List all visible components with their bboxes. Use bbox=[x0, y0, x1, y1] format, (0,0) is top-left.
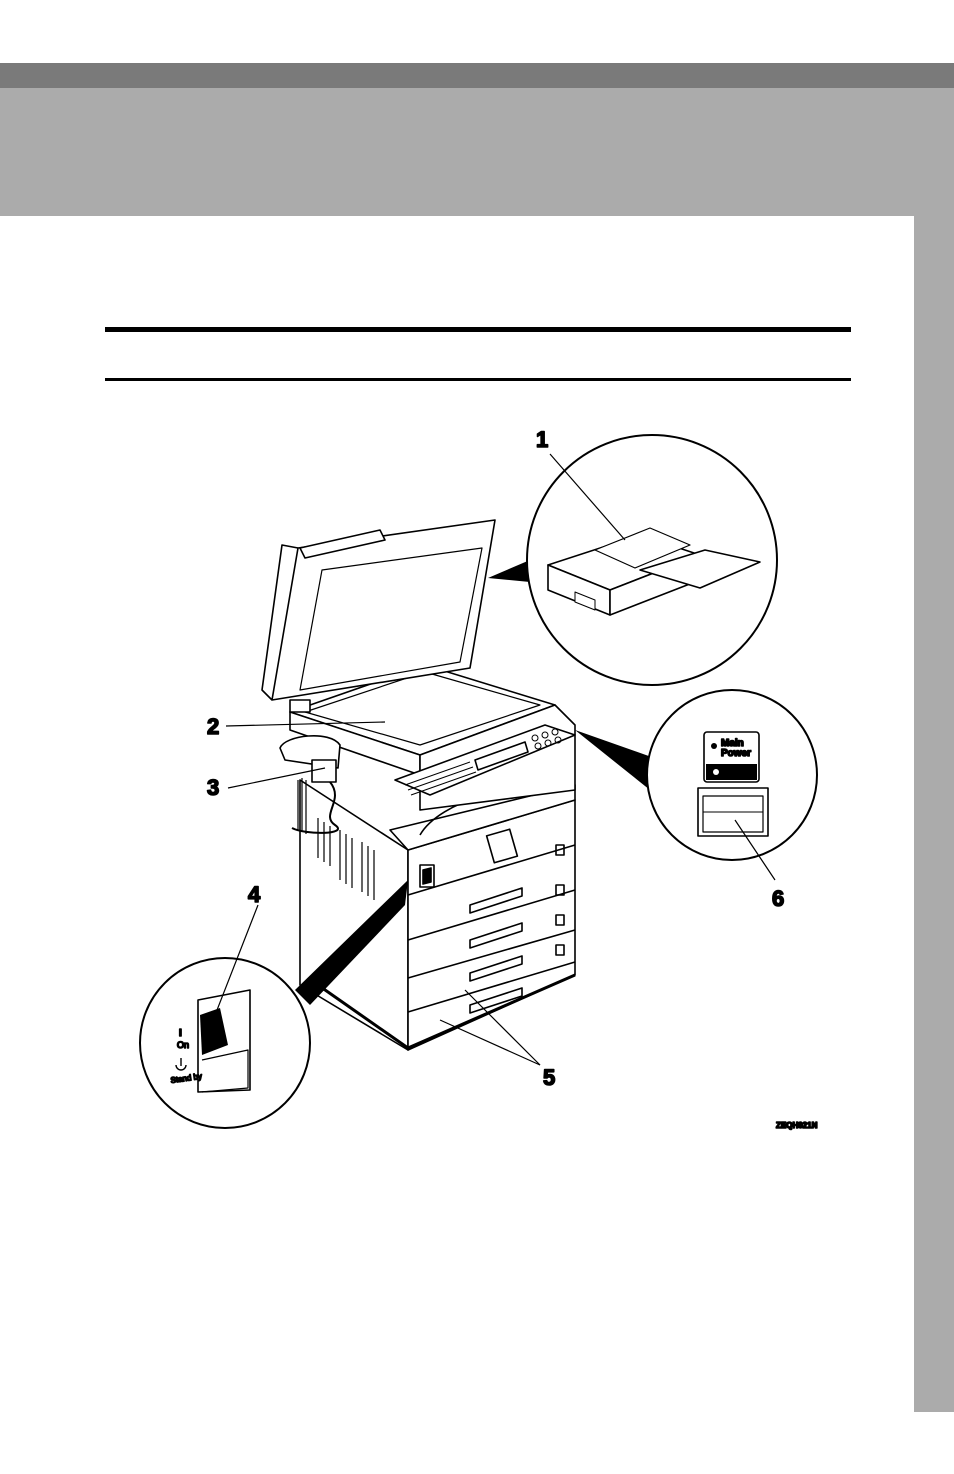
header-band bbox=[0, 88, 954, 216]
power-label-on: On bbox=[722, 768, 736, 779]
callout-4: 4 bbox=[248, 882, 261, 907]
image-code: ZEQH021N bbox=[776, 1121, 818, 1130]
switch-on-symbol: I bbox=[179, 1028, 182, 1039]
switch-on-label: On bbox=[177, 1040, 189, 1050]
machine-illustration: 1 2 3 4 5 6 Main Power On I On Stand by … bbox=[120, 410, 840, 1140]
detail-circle-adf bbox=[488, 435, 777, 685]
header-band-dark bbox=[0, 63, 954, 88]
callout-2: 2 bbox=[207, 714, 219, 739]
power-label-power: Power bbox=[721, 748, 751, 759]
callout-5: 5 bbox=[543, 1065, 555, 1090]
callout-1: 1 bbox=[536, 427, 548, 452]
section-rule-bottom bbox=[105, 378, 851, 381]
side-thumb-tab bbox=[914, 216, 954, 1412]
callout-3: 3 bbox=[207, 775, 219, 800]
section-rule-top bbox=[105, 327, 851, 332]
callout-6: 6 bbox=[772, 886, 784, 911]
copier-body bbox=[298, 778, 575, 1050]
detail-circle-power bbox=[575, 690, 817, 860]
